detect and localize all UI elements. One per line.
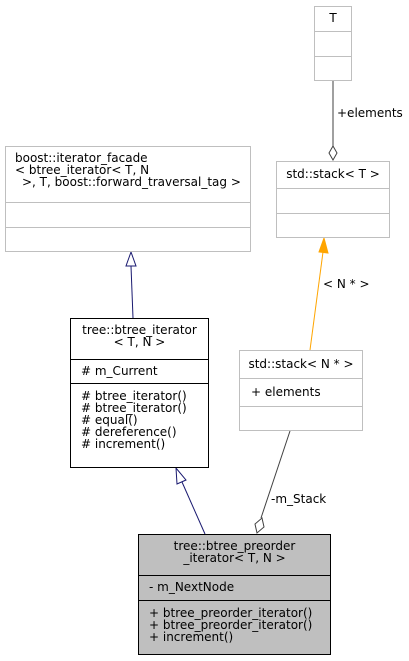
edge-label-elements: +elements	[337, 106, 403, 120]
method-btree-iterator-1: # btree_iterator()	[81, 389, 187, 403]
method-equal: # equal()	[81, 413, 138, 427]
class-t-title: T	[329, 11, 337, 25]
class-t[interactable]: T	[314, 6, 352, 81]
class-iterator-facade[interactable]: boost::iterator_facade < btree_iterator<…	[5, 146, 251, 252]
method-preorder-ctor-1: + btree_preorder_iterator()	[149, 606, 313, 620]
class-btree-iterator[interactable]: tree::btree_iterator < T, N > # m_Curren…	[70, 318, 209, 468]
edge-label-m-stack: -m_Stack	[271, 492, 327, 506]
method-dereference: # dereference()	[81, 425, 177, 439]
class-btree-iterator-title-1: tree::btree_iterator	[82, 323, 197, 337]
class-iterator-facade-title-1: boost::iterator_facade	[15, 151, 148, 165]
class-preorder-title-2: _iterator< T, N >	[183, 551, 286, 565]
method-increment: # increment()	[81, 437, 166, 451]
class-iterator-facade-title-2: < btree_iterator< T, N	[15, 163, 150, 177]
edge-inherit-facade	[130, 265, 134, 319]
attr-m-current: # m_Current	[81, 364, 158, 378]
edge-elements-diamond	[328, 144, 338, 162]
edge-label-template-arg: < N * >	[323, 277, 370, 291]
class-preorder-methods: + btree_preorder_iterator() + btree_preo…	[139, 600, 330, 654]
attr-m-next-node: - m_NextNode	[149, 580, 235, 594]
class-iterator-facade-title-3: >, T, boost::forward_traversal_tag >	[22, 175, 241, 189]
class-btree-iterator-title-2: < T, N >	[113, 335, 166, 349]
class-t-attributes	[315, 31, 351, 56]
class-std-stack-n-methods	[240, 406, 362, 430]
class-std-stack-n-title: std::stack< N * >	[248, 357, 354, 371]
edge-inherit-iterator	[181, 481, 206, 535]
method-preorder-ctor-2: + btree_preorder_iterator()	[149, 618, 313, 632]
method-preorder-increment: + increment()	[149, 630, 234, 644]
edge-m-stack-diamond	[254, 517, 265, 534]
attr-elements: + elements	[251, 385, 321, 399]
method-btree-iterator-2: # btree_iterator()	[81, 401, 187, 415]
edge-template-arrow	[318, 236, 329, 254]
class-btree-iterator-attributes: # m_Current	[71, 359, 208, 383]
class-std-stack-t-title: std::stack< T >	[286, 167, 380, 181]
class-t-methods	[315, 56, 351, 80]
class-iterator-facade-attributes	[6, 202, 250, 227]
class-std-stack-n[interactable]: std::stack< N * > + elements	[239, 350, 363, 431]
edge-inherit-iterator-arrow	[175, 466, 187, 485]
class-std-stack-t-attributes	[277, 188, 389, 213]
edge-inherit-facade-arrow	[125, 250, 137, 267]
edge-template	[309, 251, 324, 351]
class-preorder-attributes: - m_NextNode	[139, 575, 330, 600]
edge-m-stack	[260, 430, 291, 519]
class-btree-iterator-methods: # btree_iterator() # btree_iterator() # …	[71, 383, 208, 467]
class-std-stack-t[interactable]: std::stack< T >	[276, 161, 390, 238]
class-std-stack-n-attributes: + elements	[240, 378, 362, 406]
class-std-stack-t-methods	[277, 213, 389, 237]
class-preorder-title-1: tree::btree_preorder	[173, 539, 296, 553]
class-btree-preorder-iterator[interactable]: tree::btree_preorder _iterator< T, N > -…	[138, 534, 331, 655]
class-iterator-facade-methods	[6, 227, 250, 252]
